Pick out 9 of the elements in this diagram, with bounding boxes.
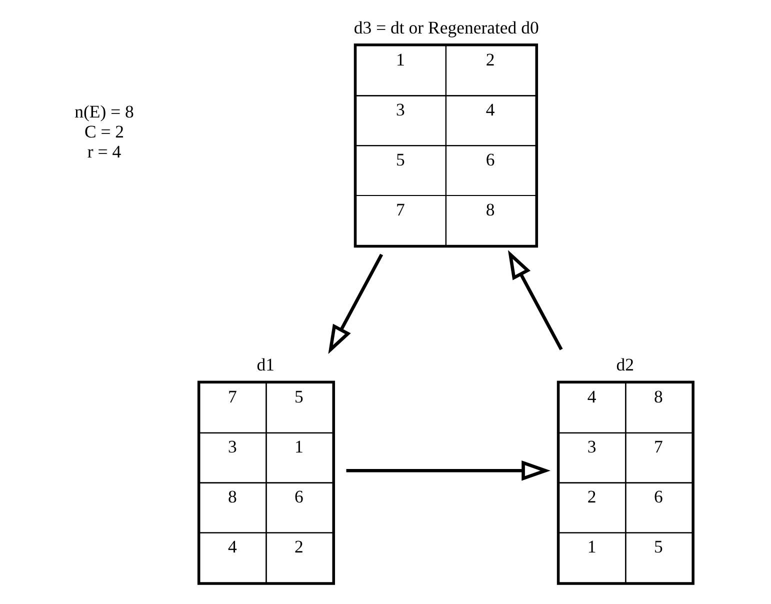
node-label: d3 = dt or Regenerated d0 xyxy=(354,17,539,38)
label: r = 4 xyxy=(87,142,122,162)
arrow xyxy=(346,460,550,481)
label: n(E) = 8 xyxy=(74,102,134,122)
label: C = 2 xyxy=(84,122,124,142)
node-label: d1 xyxy=(256,354,275,375)
arrow xyxy=(328,254,384,354)
node-label: d2 xyxy=(616,354,634,375)
arrow xyxy=(508,250,563,350)
